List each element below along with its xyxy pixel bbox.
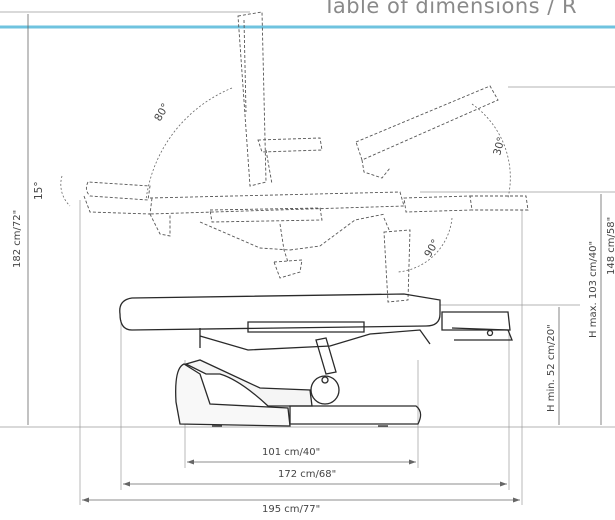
arrowhead [82, 497, 89, 503]
angle-arc-head [60, 175, 71, 207]
angle-arc-leg [471, 103, 511, 199]
page-title: Table of dimensions / R [323, 0, 578, 18]
angle-leg-down: 90° [422, 237, 442, 259]
chair-lowered-solid [119, 293, 513, 427]
hub [310, 375, 340, 405]
angle-arc-down [397, 217, 453, 273]
angle-back: 80° [152, 101, 172, 123]
arrowhead [409, 459, 416, 465]
label-leg-height: 148 cm/58" [606, 217, 615, 275]
hub-center [321, 376, 329, 384]
angle-arc-back [145, 87, 233, 201]
pivot-joint [486, 329, 494, 337]
label-total-height: 182 cm/72" [12, 210, 23, 268]
chair-reclined-dashed [83, 11, 529, 303]
label-mid-width: 172 cm/68" [278, 469, 336, 480]
arrowhead [513, 497, 520, 503]
label-total-length: 195 cm/77" [262, 504, 320, 515]
arrowhead [187, 459, 194, 465]
label-base-width: 101 cm/40" [262, 447, 320, 458]
angle-leg-up: 30° [491, 136, 507, 157]
arrowhead [123, 481, 130, 487]
label-h-max: H max. 103 cm/40" [588, 241, 599, 338]
label-h-min: H min. 52 cm/20" [546, 324, 557, 412]
angle-head: 15° [33, 181, 45, 200]
arrowhead [500, 481, 507, 487]
